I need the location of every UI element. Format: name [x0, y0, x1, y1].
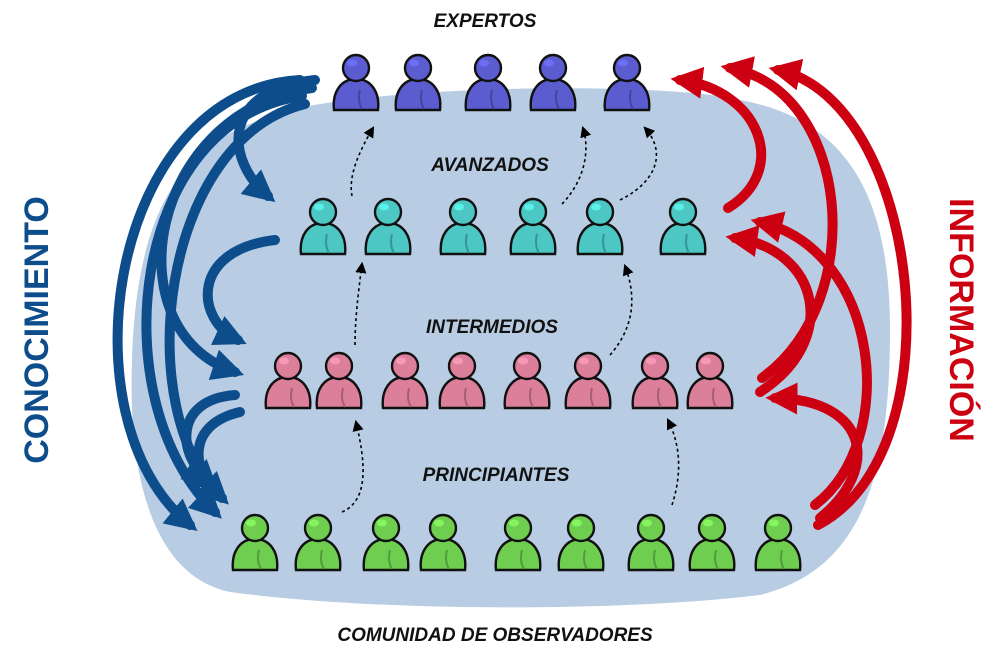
information-arrows — [670, 56, 912, 530]
person-icon — [381, 351, 429, 410]
progression-arrow — [666, 417, 680, 506]
people-layer — [231, 53, 802, 572]
person-icon — [419, 513, 467, 572]
person-icon — [509, 197, 557, 256]
progression-arrow — [354, 261, 367, 346]
person-icon — [438, 351, 486, 410]
person-icon — [315, 351, 363, 410]
information-arrow — [725, 225, 816, 397]
person-icon — [294, 513, 342, 572]
person-icon — [503, 351, 551, 410]
knowledge-arrow — [141, 91, 307, 519]
person-icon — [659, 197, 707, 256]
person-icon — [529, 53, 577, 112]
knowledge-arrow — [184, 407, 245, 493]
person-icon — [557, 513, 605, 572]
level-label-avanzados: AVANZADOS — [430, 155, 549, 176]
person-icon — [362, 513, 410, 572]
knowledge-label: CONOCIMIENTO — [18, 196, 56, 464]
person-icon — [332, 53, 380, 112]
level-label-expertos: EXPERTOS — [434, 11, 537, 32]
progression-arrow — [561, 125, 592, 205]
person-icon — [603, 53, 651, 112]
person-icon — [364, 197, 412, 256]
person-icon — [564, 351, 612, 410]
level-label-principiantes: PRINCIPIANTES — [423, 465, 570, 486]
knowledge-arrow — [202, 235, 280, 346]
person-icon — [439, 197, 487, 256]
person-icon — [754, 513, 802, 572]
person-icon — [576, 197, 624, 256]
progression-arrow — [350, 126, 375, 197]
person-icon — [688, 513, 736, 572]
person-icon — [627, 513, 675, 572]
person-icon — [264, 351, 312, 410]
person-icon — [231, 513, 279, 572]
progression-arrows — [341, 125, 680, 513]
information-arrow — [670, 66, 767, 213]
person-icon — [299, 197, 347, 256]
level-label-intermedios: INTERMEDIOS — [426, 317, 558, 338]
person-icon — [394, 53, 442, 112]
progression-arrow — [619, 126, 658, 201]
progression-arrow — [609, 263, 634, 356]
knowledge-arrow — [112, 75, 305, 532]
person-icon — [494, 513, 542, 572]
community-label: COMUNIDAD DE OBSERVADORES — [337, 625, 653, 646]
information-arrow — [765, 382, 863, 523]
information-arrow — [768, 59, 912, 530]
progression-arrow — [341, 419, 364, 513]
person-icon — [631, 351, 679, 410]
information-label: INFORMACIÓN — [942, 198, 980, 442]
knowledge-arrows — [112, 75, 320, 532]
person-icon — [464, 53, 512, 112]
information-arrow — [750, 211, 872, 510]
person-icon — [686, 351, 734, 410]
